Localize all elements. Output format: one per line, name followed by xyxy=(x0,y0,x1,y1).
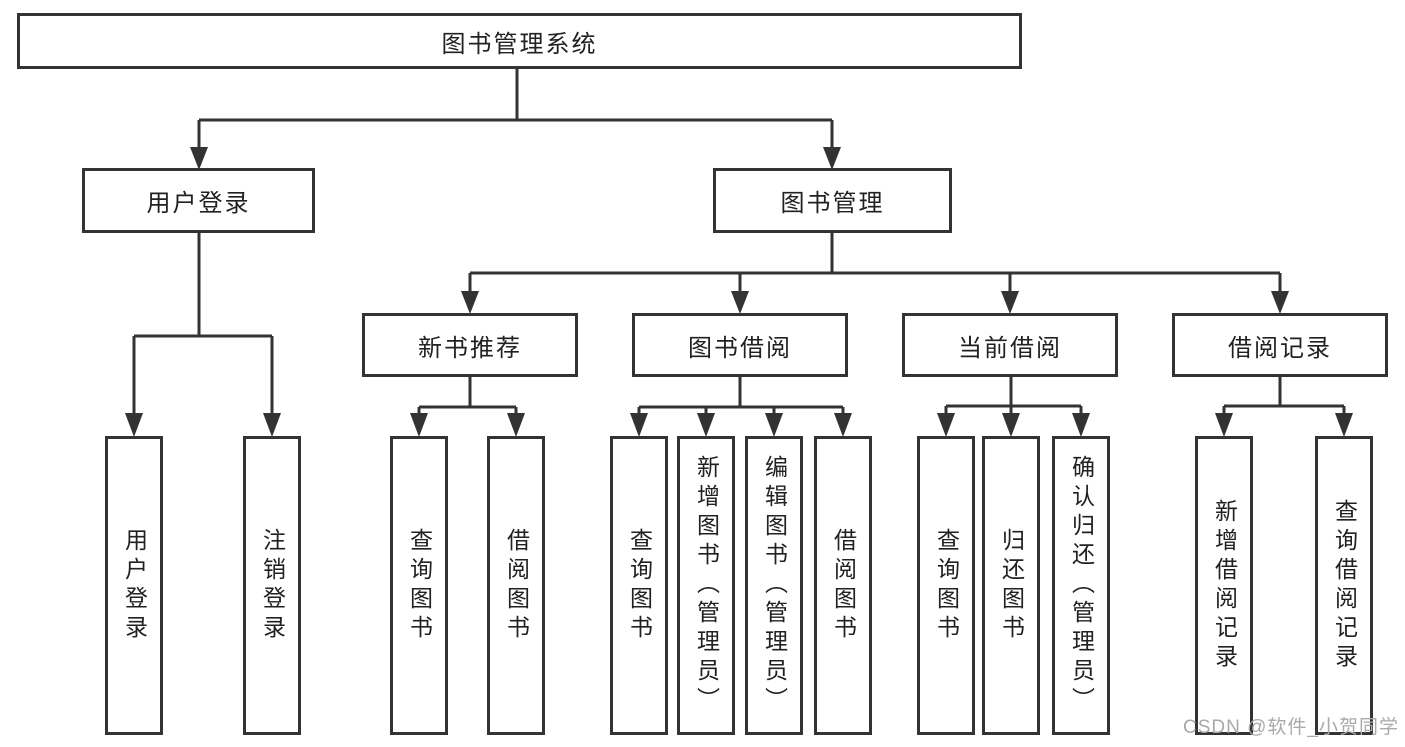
arrow-down xyxy=(697,413,715,437)
node-label: 当前借阅 xyxy=(958,334,1062,362)
arrow-down xyxy=(263,413,281,437)
node-current-borrowing: 当前借阅 xyxy=(902,313,1118,377)
arrow-down xyxy=(823,147,841,170)
arrow-down xyxy=(190,147,208,170)
leaf-label: 查询借阅记录 xyxy=(1331,498,1358,673)
leaf-label: 编辑图书（管理员） xyxy=(761,455,788,716)
arrow-down xyxy=(1271,291,1289,314)
leaf-return-books: 归还图书 xyxy=(982,436,1040,735)
arrowheads xyxy=(125,147,1353,437)
arrow-down xyxy=(410,413,428,437)
arrow-down xyxy=(834,413,852,437)
arrow-down xyxy=(1002,413,1020,437)
leaf-label: 借阅图书 xyxy=(830,527,857,644)
node-label: 图书借阅 xyxy=(688,334,792,362)
leaf-search-books: 查询图书 xyxy=(610,436,668,735)
leaf-search-books: 查询图书 xyxy=(917,436,975,735)
leaf-search-books: 查询图书 xyxy=(390,436,448,735)
arrow-down xyxy=(731,291,749,314)
leaf-label: 查询图书 xyxy=(933,527,960,644)
arrow-down xyxy=(125,413,143,437)
leaf-search-borrow-record: 查询借阅记录 xyxy=(1315,436,1373,735)
node-label: 借阅记录 xyxy=(1228,334,1332,362)
leaf-label: 新增借阅记录 xyxy=(1211,498,1238,673)
leaf-add-books-admin: 新增图书（管理员） xyxy=(677,436,735,735)
node-book-borrowing: 图书借阅 xyxy=(632,313,848,377)
csdn-watermark: CSDN @软件_小贺同学 xyxy=(1183,717,1399,738)
node-library-management-system: 图书管理系统 xyxy=(17,13,1022,69)
leaf-logout: 注销登录 xyxy=(243,436,301,735)
leaf-label: 借阅图书 xyxy=(503,527,530,644)
node-user-login: 用户登录 xyxy=(82,168,315,233)
node-label: 图书管理 xyxy=(780,190,885,217)
leaf-label: 归还图书 xyxy=(998,527,1025,644)
node-book-management: 图书管理 xyxy=(713,168,952,233)
arrow-down xyxy=(507,413,525,437)
leaf-borrow-books: 借阅图书 xyxy=(487,436,545,735)
leaf-label: 新增图书（管理员） xyxy=(693,455,720,716)
node-new-book-recommendation: 新书推荐 xyxy=(362,313,578,377)
arrow-down xyxy=(1072,413,1090,437)
leaf-borrow-books: 借阅图书 xyxy=(814,436,872,735)
leaf-label: 用户登录 xyxy=(121,527,148,644)
leaf-user-login: 用户登录 xyxy=(105,436,163,735)
node-label: 新书推荐 xyxy=(418,334,522,362)
arrow-down xyxy=(1001,291,1019,314)
leaf-edit-books-admin: 编辑图书（管理员） xyxy=(745,436,803,735)
arrow-down xyxy=(461,291,479,314)
node-label: 用户登录 xyxy=(146,190,251,217)
leaf-label: 注销登录 xyxy=(259,527,286,644)
leaf-label: 查询图书 xyxy=(626,527,653,644)
leaf-label: 确认归还（管理员） xyxy=(1068,455,1095,716)
connector-strokes xyxy=(132,69,1346,421)
arrow-down xyxy=(765,413,783,437)
leaf-label: 查询图书 xyxy=(406,527,433,644)
arrow-down xyxy=(937,413,955,437)
arrow-down xyxy=(1335,413,1353,437)
arrow-down xyxy=(630,413,648,437)
leaf-confirm-return-admin: 确认归还（管理员） xyxy=(1052,436,1110,735)
arrow-down xyxy=(1215,413,1233,437)
node-label: 图书管理系统 xyxy=(441,30,598,58)
leaf-add-borrow-record: 新增借阅记录 xyxy=(1195,436,1253,735)
node-borrowing-records: 借阅记录 xyxy=(1172,313,1388,377)
